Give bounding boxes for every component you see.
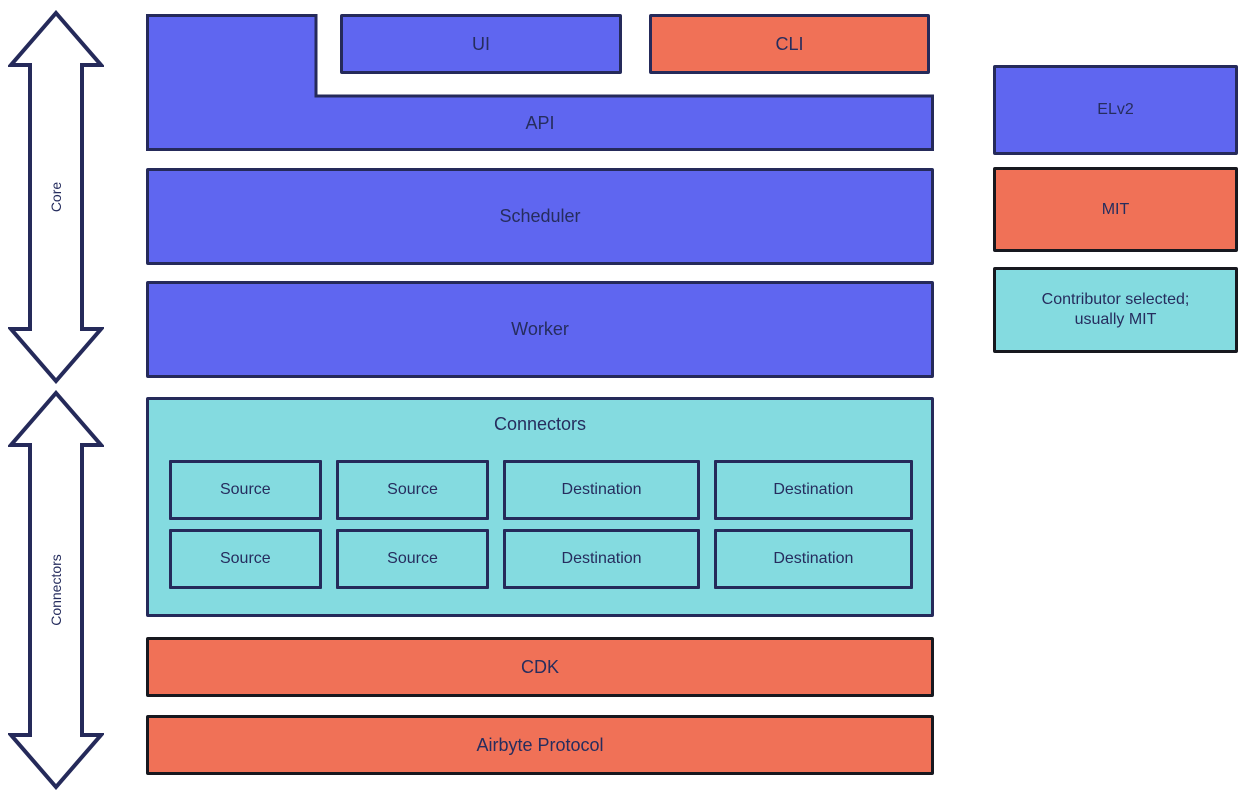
connector-cell-source: Source: [169, 460, 322, 520]
connector-cell-destination: Destination: [713, 460, 913, 520]
connectors-title: Connectors: [493, 414, 587, 434]
worker-block: Worker: [146, 281, 934, 378]
core-range-arrow: Core: [8, 10, 104, 384]
legend-elv2: ELv2: [993, 65, 1238, 155]
connectors-block: Connectors Source Source Destination Des…: [146, 397, 934, 617]
connector-cell-source: Source: [335, 460, 490, 520]
legend-mit: MIT: [993, 167, 1238, 252]
connectors-range-arrow: Connectors: [8, 390, 104, 790]
api-lshape: [146, 14, 934, 151]
connectors-grid: Source Source Destination Destination So…: [169, 460, 913, 589]
connector-cell-source: Source: [169, 529, 322, 589]
connector-cell-destination: Destination: [713, 529, 913, 589]
scheduler-block: Scheduler: [146, 168, 934, 265]
double-arrow-icon: [8, 10, 104, 384]
connector-cell-destination: Destination: [503, 460, 700, 520]
ui-block: UI: [340, 14, 622, 74]
airbyte-protocol-block: Airbyte Protocol: [146, 715, 934, 775]
cdk-block: CDK: [146, 637, 934, 697]
cli-block: CLI: [649, 14, 930, 74]
connector-cell-source: Source: [335, 529, 490, 589]
api-label: API: [525, 113, 555, 133]
connector-cell-destination: Destination: [503, 529, 700, 589]
api-block: API: [146, 14, 934, 151]
double-arrow-icon: [8, 390, 104, 790]
legend-contributor: Contributor selected; usually MIT: [993, 267, 1238, 353]
